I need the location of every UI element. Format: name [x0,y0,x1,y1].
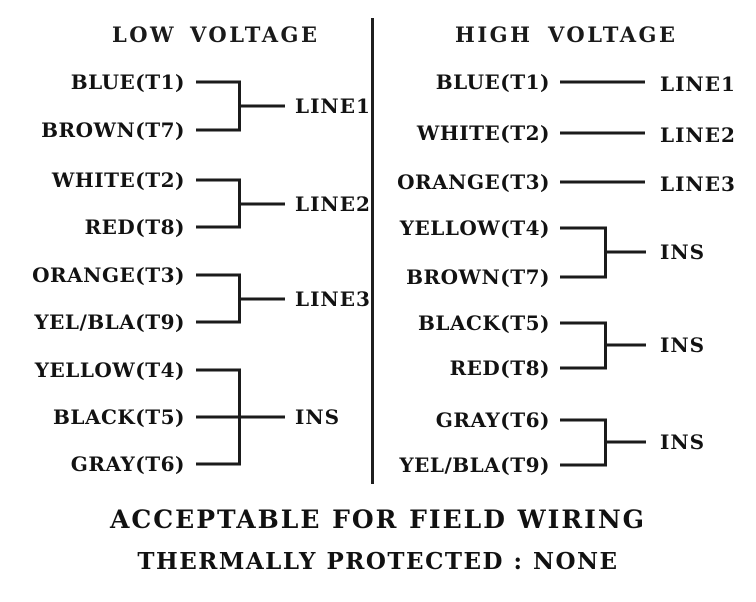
output-label-low-g1: LINE2 [295,192,371,216]
output-label-high-g5: INS [660,430,706,454]
wire-stub-low-g2-0 [196,273,241,277]
wire-stub-low-g3-2 [196,462,241,466]
footer-thermal-protection-text: THERMALLY PROTECTED : NONE [137,548,619,575]
output-label-high-g4: INS [660,333,706,357]
wire-direct-high-g2 [560,180,645,184]
terminal-label-high-4: BROWN(T7) [406,265,550,289]
terminal-label-high-0: BLUE(T1) [435,70,550,94]
terminal-label-low-4: ORANGE(T3) [32,263,185,287]
wire-stub-low-g3-1 [196,415,241,419]
wire-stub-high-g4-1 [560,366,607,370]
bracket-tail-low-g3 [238,415,285,419]
wire-stub-high-g5-1 [560,463,607,467]
terminal-label-high-7: GRAY(T6) [435,408,550,432]
high-voltage-heading-word1: HIGH [455,22,533,47]
terminal-label-high-8: YEL/BLA(T9) [399,453,550,477]
bracket-tail-high-g4 [604,343,646,347]
bracket-tail-high-g3 [604,250,646,254]
output-label-high-g3: INS [660,240,706,264]
terminal-label-high-6: RED(T8) [449,356,550,380]
terminal-label-low-7: BLACK(T5) [52,405,185,429]
output-label-high-g1: LINE2 [660,123,736,147]
wire-direct-high-g0 [560,80,645,84]
output-label-high-g2: LINE3 [660,172,736,196]
output-label-low-g0: LINE1 [295,94,371,118]
terminal-label-high-5: BLACK(T5) [417,311,550,335]
terminal-label-low-8: GRAY(T6) [70,452,185,476]
terminal-label-high-2: ORANGE(T3) [397,170,550,194]
wire-stub-low-g1-0 [196,178,241,182]
wire-stub-low-g0-1 [196,128,241,132]
wire-stub-low-g1-1 [196,225,241,229]
wire-stub-high-g5-0 [560,418,607,422]
panel-divider [371,18,374,484]
bracket-tail-low-g0 [238,104,285,108]
wire-stub-low-g2-1 [196,320,241,324]
output-label-low-g2: LINE3 [295,287,371,311]
wire-stub-high-g4-0 [560,321,607,325]
output-label-low-g3: INS [295,405,341,429]
terminal-label-low-1: BROWN(T7) [41,118,185,142]
bracket-tail-low-g2 [238,297,285,301]
low-voltage-heading-word2: VOLTAGE [190,22,320,47]
bracket-tail-high-g5 [604,440,646,444]
footer-acceptable-text: ACCEPTABLE FOR FIELD WIRING [109,505,647,534]
low-voltage-heading-word1: LOW [112,22,177,47]
wire-stub-low-g0-0 [196,80,241,84]
bracket-tail-low-g1 [238,202,285,206]
terminal-label-low-3: RED(T8) [84,215,185,239]
terminal-label-low-0: BLUE(T1) [70,70,185,94]
terminal-label-low-6: YELLOW(T4) [34,358,185,382]
terminal-label-high-1: WHITE(T2) [416,121,550,145]
wire-direct-high-g1 [560,131,645,135]
wire-stub-low-g3-0 [196,368,241,372]
terminal-label-low-2: WHITE(T2) [51,168,185,192]
high-voltage-heading-word2: VOLTAGE [548,22,678,47]
output-label-high-g0: LINE1 [660,72,736,96]
terminal-label-high-3: YELLOW(T4) [399,216,550,240]
wire-stub-high-g3-0 [560,226,607,230]
terminal-label-low-5: YEL/BLA(T9) [34,310,185,334]
wire-stub-high-g3-1 [560,275,607,279]
